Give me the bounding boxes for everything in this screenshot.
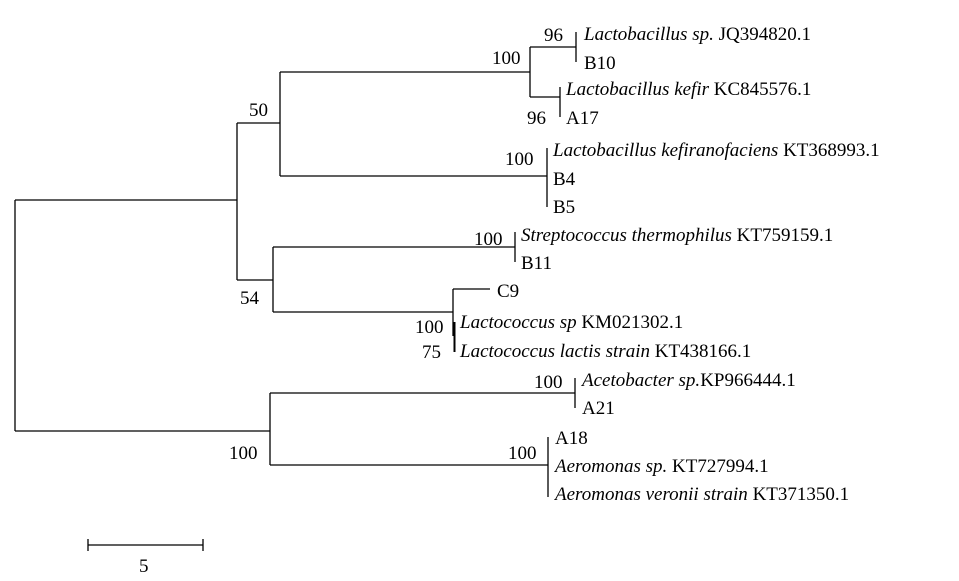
leaf-label: C9 [497,281,519,302]
bootstrap-value: 100 [415,317,444,338]
scale-bar-label: 5 [139,556,149,577]
scale-bar-line [87,539,204,551]
bootstrap-value: 54 [240,288,260,309]
scale-bar: 5 [87,539,204,577]
leaf-label: Lactobacillus sp. JQ394820.1 [583,24,811,45]
leaf-label: A21 [582,398,615,419]
leaf-label: Aeromonas veronii strain KT371350.1 [553,484,849,505]
bootstrap-value: 100 [508,443,537,464]
leaf-label: Acetobacter sp.KP966444.1 [580,370,796,391]
bootstrap-value: 96 [544,25,563,46]
bootstrap-value: 100 [229,443,258,464]
bootstrap-value: 100 [505,149,534,170]
bootstrap-value: 100 [534,372,563,393]
bootstrap-values: 96 96 100 100 50 100 100 75 54 100 100 1… [229,25,563,464]
leaf-label: Lactobacillus kefiranofaciens KT368993.1 [552,140,880,161]
bootstrap-value: 50 [249,100,268,121]
bootstrap-value: 100 [474,229,503,250]
leaf-label: Lactococcus lactis strain KT438166.1 [459,341,751,362]
leaf-label: Lactococcus sp KM021302.1 [459,312,683,333]
bootstrap-value: 75 [422,342,441,363]
bootstrap-value: 100 [492,48,521,69]
leaf-label: B4 [553,169,576,190]
leaf-label: A17 [566,108,599,129]
leaf-label: A18 [555,428,588,449]
leaf-label: B5 [553,197,575,218]
leaf-label: Aeromonas sp. KT727994.1 [553,456,769,477]
bootstrap-value: 96 [527,108,546,129]
tree-branches [14,32,577,497]
leaf-labels: Lactobacillus sp. JQ394820.1 B10 Lactoba… [459,24,880,505]
leaf-label: Lactobacillus kefir KC845576.1 [565,79,811,100]
leaf-label: B11 [521,253,552,274]
leaf-label: B10 [584,53,616,74]
leaf-label: Streptococcus thermophilus KT759159.1 [521,225,833,246]
